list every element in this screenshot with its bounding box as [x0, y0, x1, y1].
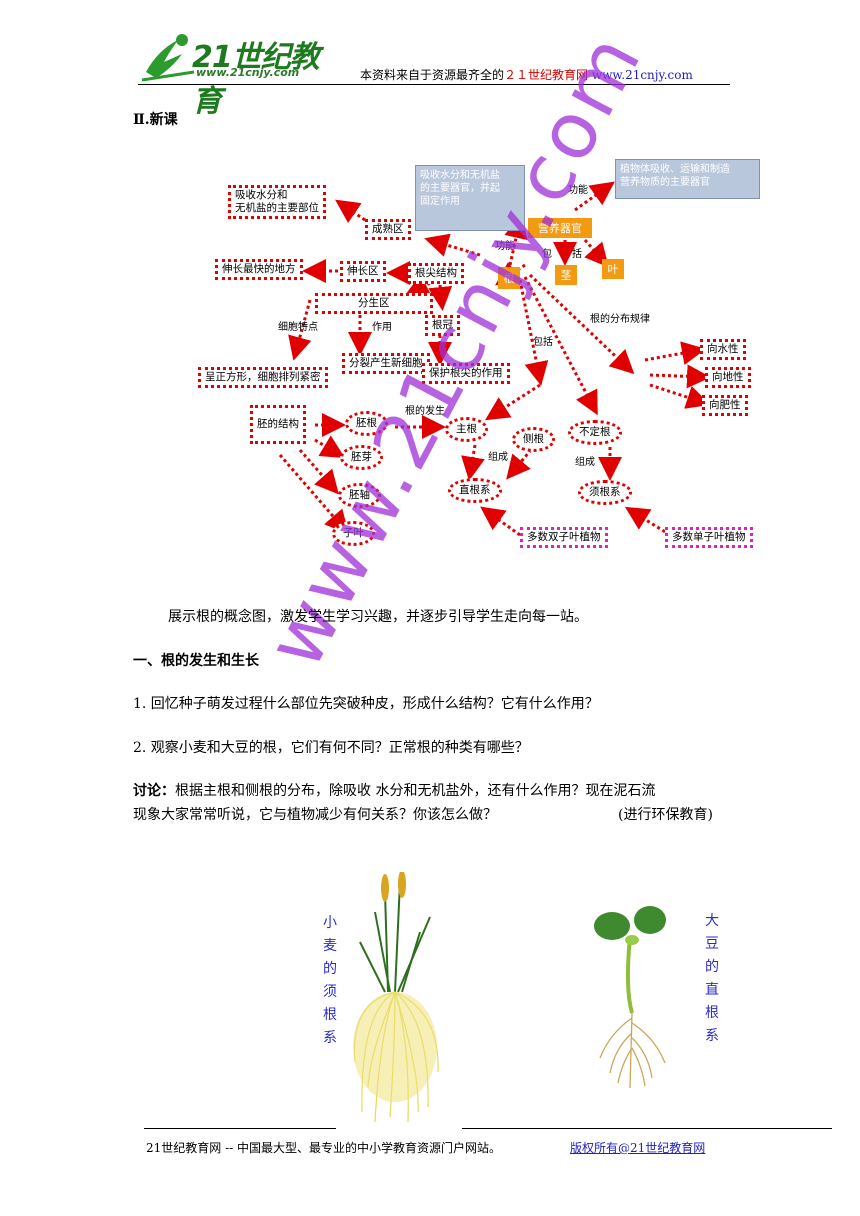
header-rule — [138, 84, 730, 85]
root-concept-map: 吸收水分和无机盐 的主要器官，并起 固定作用 植物体吸收、运输和制造 营养物质的… — [190, 155, 770, 565]
node-geotropism[interactable]: 向地性 — [705, 367, 751, 388]
arrow-danzi-xugen — [624, 506, 671, 537]
header-note-prefix: 本资料来自于资源最齐全的 — [360, 68, 505, 82]
discussion-line-2: 现象大家常常听说，它与植物减少有何关系？你该怎么做？ — [133, 807, 497, 823]
node-leaf[interactable]: 叶 — [602, 259, 624, 279]
arrow-to-fensheng — [404, 274, 432, 296]
node-root-tip-structure[interactable]: 根尖结构 — [408, 263, 464, 284]
label-cell-feature: 细胞特点 — [278, 322, 318, 333]
label-distribution-rule: 根的分布规律 — [590, 314, 650, 325]
node-fibrous-root-system[interactable]: 须根系 — [578, 480, 632, 505]
logo-text: 21世纪教育 — [192, 40, 320, 119]
footer-rule-right — [462, 1128, 832, 1129]
node-hypocotyl[interactable]: 胚轴 — [338, 483, 381, 508]
label-bao: 包 — [542, 249, 552, 260]
node-fastest-elongation[interactable]: 伸长最快的地方 — [215, 259, 303, 280]
arrow-xiangshui — [644, 341, 706, 366]
header-note: 本资料来自于资源最齐全的２１世纪教育网 www.21cnjy.com — [360, 66, 693, 83]
node-most-monocots[interactable]: 多数单子叶植物 — [665, 527, 753, 548]
arrow-xiangfei — [649, 383, 711, 409]
label-function-1: 功能 — [568, 185, 588, 196]
label-function-3: 作用 — [372, 322, 392, 333]
node-cell-division[interactable]: 分裂产生新细胞 — [342, 353, 430, 374]
intro-paragraph: 展示根的概念图，激发学生学习兴趣，并逐步引导学生走向每一站。 — [168, 609, 588, 625]
node-vegetative-organ[interactable]: 营养器官 — [528, 218, 592, 238]
caption-wheat: 小麦的须根系 — [323, 915, 337, 1046]
arrow-pei-ziye — [278, 454, 349, 535]
label-root-origin: 根的发生 — [405, 406, 445, 417]
organ-function-box: 植物体吸收、运输和制造 营养物质的主要器官 — [615, 159, 760, 199]
node-lateral-root[interactable]: 侧根 — [512, 427, 555, 452]
node-protect-root-tip[interactable]: 保护根尖的作用 — [422, 363, 510, 384]
arrow-to-zhugen — [484, 383, 541, 421]
arrow-gen-fenbu — [528, 273, 635, 375]
node-chemotropism[interactable]: 向肥性 — [702, 395, 748, 416]
arrow-yingyang-func — [574, 181, 615, 212]
label-compose-2: 组成 — [575, 457, 595, 468]
footer-rule-left — [144, 1128, 336, 1129]
node-root-cap[interactable]: 根冠 — [425, 315, 460, 336]
heading-root-development: 一、根的发生和生长 — [133, 653, 259, 669]
discussion-line-1: 讨论：根据主根和侧根的分布，除吸收 水分和无机盐外，还有什么作用？现在泥石流 — [133, 780, 655, 800]
root-function-box: 吸收水分和无机盐 的主要器官，并起 固定作用 — [415, 165, 525, 231]
arrow-yingyang-ye — [583, 239, 609, 268]
node-embryo-structure[interactable]: 胚的结构 — [250, 405, 306, 444]
label-compose-1: 组成 — [488, 452, 508, 463]
arrow-gen-cegen — [518, 279, 549, 386]
label-include: 包括 — [533, 337, 553, 348]
caption-soybean: 大豆的直根系 — [705, 913, 719, 1044]
arrow-pei-peizhou — [298, 449, 339, 495]
question-2: 2. 观察小麦和大豆的根，它们有何不同？正常根的种类有哪些？ — [133, 740, 529, 756]
arrow-pei-peiya — [314, 435, 346, 459]
discussion-label: 讨论： — [133, 783, 175, 799]
discussion-note: (进行环保教育) — [618, 807, 713, 823]
node-root[interactable]: 根 — [498, 267, 520, 289]
arrow-chengshu-xishou — [335, 199, 366, 224]
node-hydrotropism[interactable]: 向水性 — [700, 339, 746, 360]
label-kuo: 括 — [572, 249, 582, 260]
footer-copyright-link[interactable]: 版权所有@21世纪教育网 — [570, 1141, 706, 1155]
node-square-cells[interactable]: 呈正方形，细胞排列紧密 — [198, 367, 328, 388]
node-adventitious-root[interactable]: 不定根 — [568, 420, 622, 445]
node-main-root[interactable]: 主根 — [445, 417, 488, 442]
section-heading: Ⅱ.新课 — [133, 112, 178, 128]
node-taproot-system[interactable]: 直根系 — [448, 478, 502, 503]
wheat-root-illustration — [353, 872, 439, 1123]
runner-logo-icon — [141, 34, 195, 82]
node-elongation-zone[interactable]: 伸长区 — [340, 261, 386, 282]
arrow-shuangzi-zhigen — [480, 506, 521, 537]
site-logo: 21世纪教育 www.21cnjy.com — [138, 30, 338, 119]
soybean-root-illustration — [594, 906, 666, 1089]
logo-url: www.21cnjy.com — [196, 66, 300, 79]
header-note-url[interactable]: www.21cnjy.com — [591, 68, 693, 82]
node-main-absorb-zone[interactable]: 吸收水分和 无机盐的主要部位 — [228, 185, 326, 219]
header-note-site[interactable]: ２１世纪教育网 — [504, 68, 589, 82]
node-meristem-zone[interactable]: 分生区 — [315, 293, 433, 314]
arrow-zhugen-zhigen — [461, 444, 485, 481]
node-radicle[interactable]: 胚根 — [345, 411, 388, 436]
arrow-to-chengshu — [424, 233, 481, 257]
node-most-dicots[interactable]: 多数双子叶植物 — [520, 527, 608, 548]
label-function-2: 功能 — [495, 241, 515, 252]
node-plumule[interactable]: 胚芽 — [340, 445, 383, 470]
arrow-xiangdi — [649, 364, 711, 389]
arrow-gen-budinggen — [523, 276, 598, 416]
question-1: 1. 回忆种子萌发过程什么部位先突破种皮，形成什么结构？它有什么作用？ — [133, 696, 599, 712]
node-cotyledon[interactable]: 子叶 — [332, 521, 375, 546]
discussion-text-1: 根据主根和侧根的分布，除吸收 水分和无机盐外，还有什么作用？现在泥石流 — [175, 783, 656, 799]
footer-text: 21世纪教育网 -- 中国最大型、最专业的中小学教育资源门户网站。 — [146, 1141, 502, 1155]
node-stem[interactable]: 茎 — [555, 265, 577, 285]
node-maturation-zone[interactable]: 成熟区 — [365, 219, 411, 240]
